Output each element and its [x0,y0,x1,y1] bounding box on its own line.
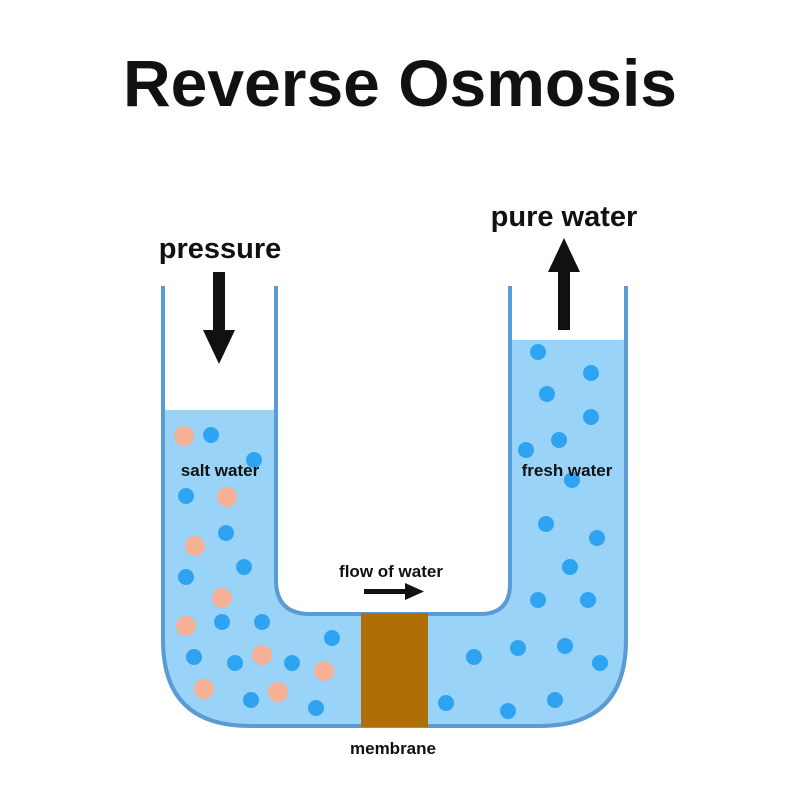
pressure-arrow-head [203,330,235,364]
salt-particle [268,682,288,702]
salt-particle [194,679,214,699]
pure-water-label: pure water [491,201,638,233]
membrane [361,613,428,727]
water-molecule [227,655,243,671]
water-molecule [284,655,300,671]
water-molecule [243,692,259,708]
water-molecule [186,649,202,665]
flow-arrow-shaft [364,589,408,594]
water-molecules [178,344,608,719]
water-molecule [530,344,546,360]
water-molecule [178,569,194,585]
water-molecule [539,386,555,402]
pressure-arrow-shaft [213,272,225,334]
salt-water-label: salt water [181,461,260,480]
water-molecule [218,525,234,541]
water-molecule [178,488,194,504]
water-molecule [547,692,563,708]
water-molecule [530,592,546,608]
water-molecule [518,442,534,458]
water-molecule [551,432,567,448]
water-molecule [580,592,596,608]
water-molecule [500,703,516,719]
water-molecule [308,700,324,716]
salt-particle [185,536,205,556]
water-molecule [557,638,573,654]
flow-arrow-icon [364,583,424,600]
salt-particle [252,645,272,665]
fresh-water-label: fresh water [522,461,613,480]
salt-particle [314,661,334,681]
salt-particles [174,426,334,702]
water-molecule [510,640,526,656]
diagram-title: Reverse Osmosis [123,46,677,120]
salt-particle [176,616,196,636]
water-molecule [583,409,599,425]
water-molecule [592,655,608,671]
water-molecule [246,452,262,468]
pure-water-arrow-shaft [558,268,570,330]
flow-arrow-head [405,583,424,600]
water-molecule [589,530,605,546]
water-molecule [466,649,482,665]
water-molecule [583,365,599,381]
water-molecule [538,516,554,532]
water-molecule [564,472,580,488]
water-molecule [214,614,230,630]
flow-of-water-label: flow of water [339,562,443,581]
water-molecule [562,559,578,575]
pure-water-arrow-icon [548,238,580,330]
water-molecule [254,614,270,630]
membrane-label: membrane [350,739,436,758]
salt-particle [174,426,194,446]
salt-particle [212,588,232,608]
water-molecule [324,630,340,646]
water-molecule [438,695,454,711]
pure-water-arrow-head [548,238,580,272]
water-molecule [236,559,252,575]
water-molecule [203,427,219,443]
pressure-label: pressure [159,233,282,265]
salt-particle [217,487,237,507]
pressure-arrow-icon [203,272,235,364]
